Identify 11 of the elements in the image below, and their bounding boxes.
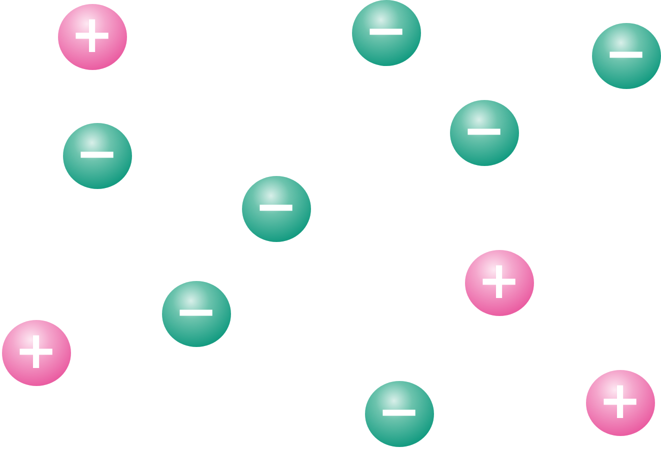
charge-sign: −	[364, 5, 408, 57]
charge-sign: −	[604, 28, 648, 80]
charge-sign: +	[598, 375, 642, 427]
charge-sign: −	[174, 286, 218, 338]
charge-sign: −	[462, 105, 506, 157]
charge-sign: −	[254, 181, 298, 233]
charge-sign: −	[377, 386, 421, 438]
charge-sign: +	[70, 9, 114, 61]
charge-sign: +	[477, 255, 521, 307]
charge-sign: −	[75, 128, 119, 180]
charge-sign: +	[14, 325, 58, 377]
